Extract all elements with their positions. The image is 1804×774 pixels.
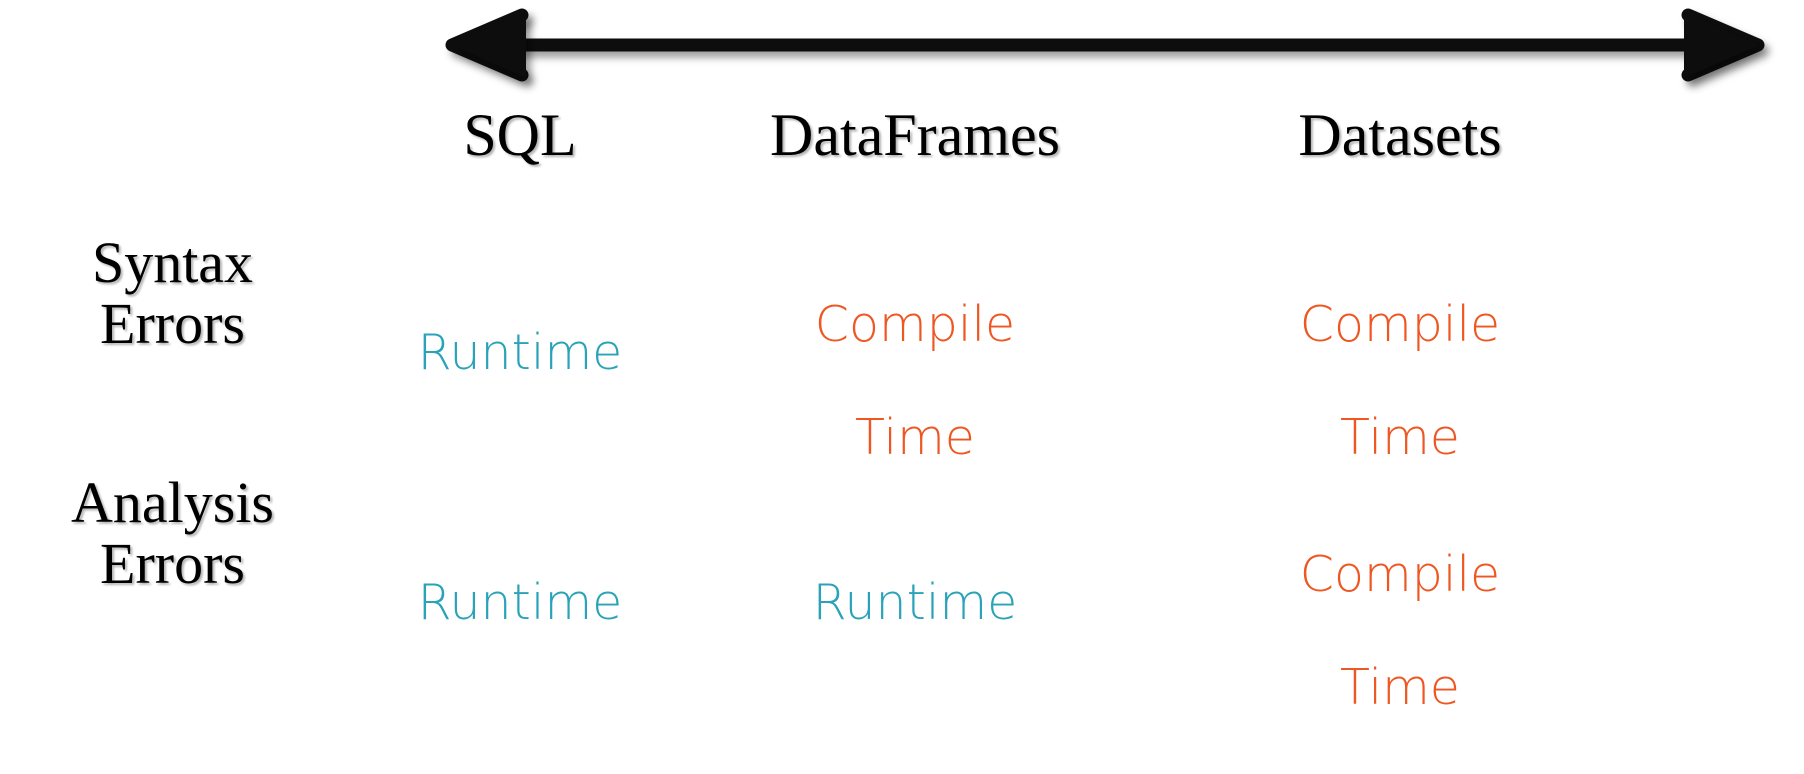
column-header-dataframes: DataFrames — [770, 102, 1060, 168]
row-label-line-1: Analysis — [71, 470, 274, 535]
row-label-syntax-errors: Syntax Errors — [20, 232, 325, 355]
spectrum-arrow — [430, 0, 1780, 95]
column-header-sql: SQL — [463, 102, 577, 168]
cell-line-1: Runtime — [812, 573, 1018, 631]
row-label-line-2: Errors — [100, 531, 245, 597]
row-label-line-2: Errors — [100, 291, 245, 357]
cell-syntax-dataframes: Compile Time — [745, 240, 1085, 524]
cell-line-1: Compile — [814, 295, 1016, 353]
cell-line-1: Runtime — [417, 573, 623, 631]
cell-line-1: Runtime — [417, 323, 623, 381]
cell-analysis-datasets: Compile Time — [1230, 490, 1570, 774]
cell-line-2: Time — [1340, 659, 1460, 717]
cell-line-1: Compile — [1299, 545, 1501, 603]
row-label-line-1: Syntax — [91, 230, 254, 295]
cell-line-2: Time — [1340, 409, 1460, 467]
cell-syntax-datasets: Compile Time — [1230, 240, 1570, 524]
cell-line-1: Compile — [1299, 295, 1501, 353]
cell-line-2: Time — [855, 409, 975, 467]
slide-canvas: SQL DataFrames Datasets Syntax Errors Ru… — [20, 0, 1780, 717]
cell-analysis-sql: Runtime — [380, 518, 660, 688]
row-label-analysis-errors: Analysis Errors — [20, 472, 325, 595]
column-header-datasets: Datasets — [1298, 102, 1502, 168]
cell-syntax-sql: Runtime — [380, 268, 660, 438]
cell-analysis-dataframes: Runtime — [745, 518, 1085, 688]
double-headed-arrow-icon — [445, 8, 1765, 82]
